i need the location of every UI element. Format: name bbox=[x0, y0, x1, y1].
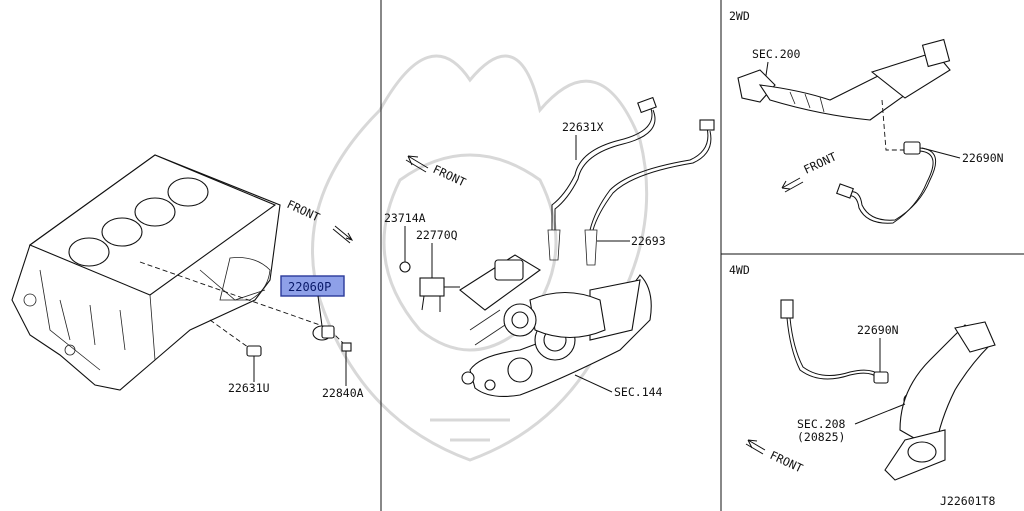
front-label-left: FRONT bbox=[285, 197, 322, 224]
leader-label-22690N-2wd bbox=[921, 147, 961, 159]
label-22060P[interactable]: 22060P bbox=[288, 280, 331, 294]
diagram-code: J22601T8 bbox=[940, 494, 995, 508]
o2-sensor-2wd bbox=[836, 141, 937, 224]
leader-2wd-sensor bbox=[881, 99, 912, 151]
front-arrow-left-icon bbox=[332, 225, 354, 244]
label-22631X[interactable]: 22631X bbox=[562, 120, 604, 134]
title-4wd: 4WD bbox=[729, 263, 750, 277]
highlight-box-knock-sensor bbox=[280, 275, 345, 297]
label-SEC208-sub[interactable]: (20825) bbox=[797, 430, 845, 444]
front-arrow-middle-icon bbox=[405, 155, 429, 173]
label-SEC144[interactable]: SEC.144 bbox=[614, 385, 663, 399]
o2-sensor-4wd bbox=[780, 299, 917, 407]
engine-block bbox=[11, 154, 281, 391]
front-label-middle: FRONT bbox=[431, 162, 468, 189]
label-SEC208[interactable]: SEC.208 bbox=[797, 417, 846, 431]
label-22690N-4wd[interactable]: 22690N bbox=[857, 323, 899, 337]
bolt-part bbox=[341, 342, 352, 364]
front-label-4wd: FRONT bbox=[768, 448, 805, 475]
label-22690N-2wd[interactable]: 22690N bbox=[962, 151, 1004, 165]
exhaust-manifold bbox=[459, 254, 652, 397]
label-22693[interactable]: 22693 bbox=[631, 234, 666, 248]
title-2wd: 2WD bbox=[729, 9, 750, 23]
bracket-22770Q bbox=[419, 277, 460, 312]
leader-label-SEC144 bbox=[574, 374, 613, 393]
label-SEC200[interactable]: SEC.200 bbox=[752, 47, 801, 61]
clip-23714A bbox=[399, 261, 411, 273]
leader-label-SEC208 bbox=[854, 403, 906, 425]
label-23714A[interactable]: 23714A bbox=[384, 211, 426, 225]
front-arrow-2wd-icon bbox=[781, 177, 804, 193]
knock-sensor bbox=[312, 325, 335, 341]
label-22840A[interactable]: 22840A bbox=[322, 386, 364, 400]
catalytic-converter-2wd bbox=[737, 38, 951, 121]
label-22631U[interactable]: 22631U bbox=[228, 381, 270, 395]
front-label-2wd: FRONT bbox=[801, 149, 838, 176]
sensor-bottom-part bbox=[246, 345, 262, 370]
leader-label-22060P bbox=[317, 295, 323, 327]
front-pipe-4wd bbox=[884, 321, 996, 481]
sensor-harness bbox=[547, 96, 715, 266]
leader-sensor-bottom bbox=[209, 319, 253, 351]
label-22770Q[interactable]: 22770Q bbox=[416, 228, 458, 242]
front-arrow-4wd-icon bbox=[745, 439, 766, 455]
